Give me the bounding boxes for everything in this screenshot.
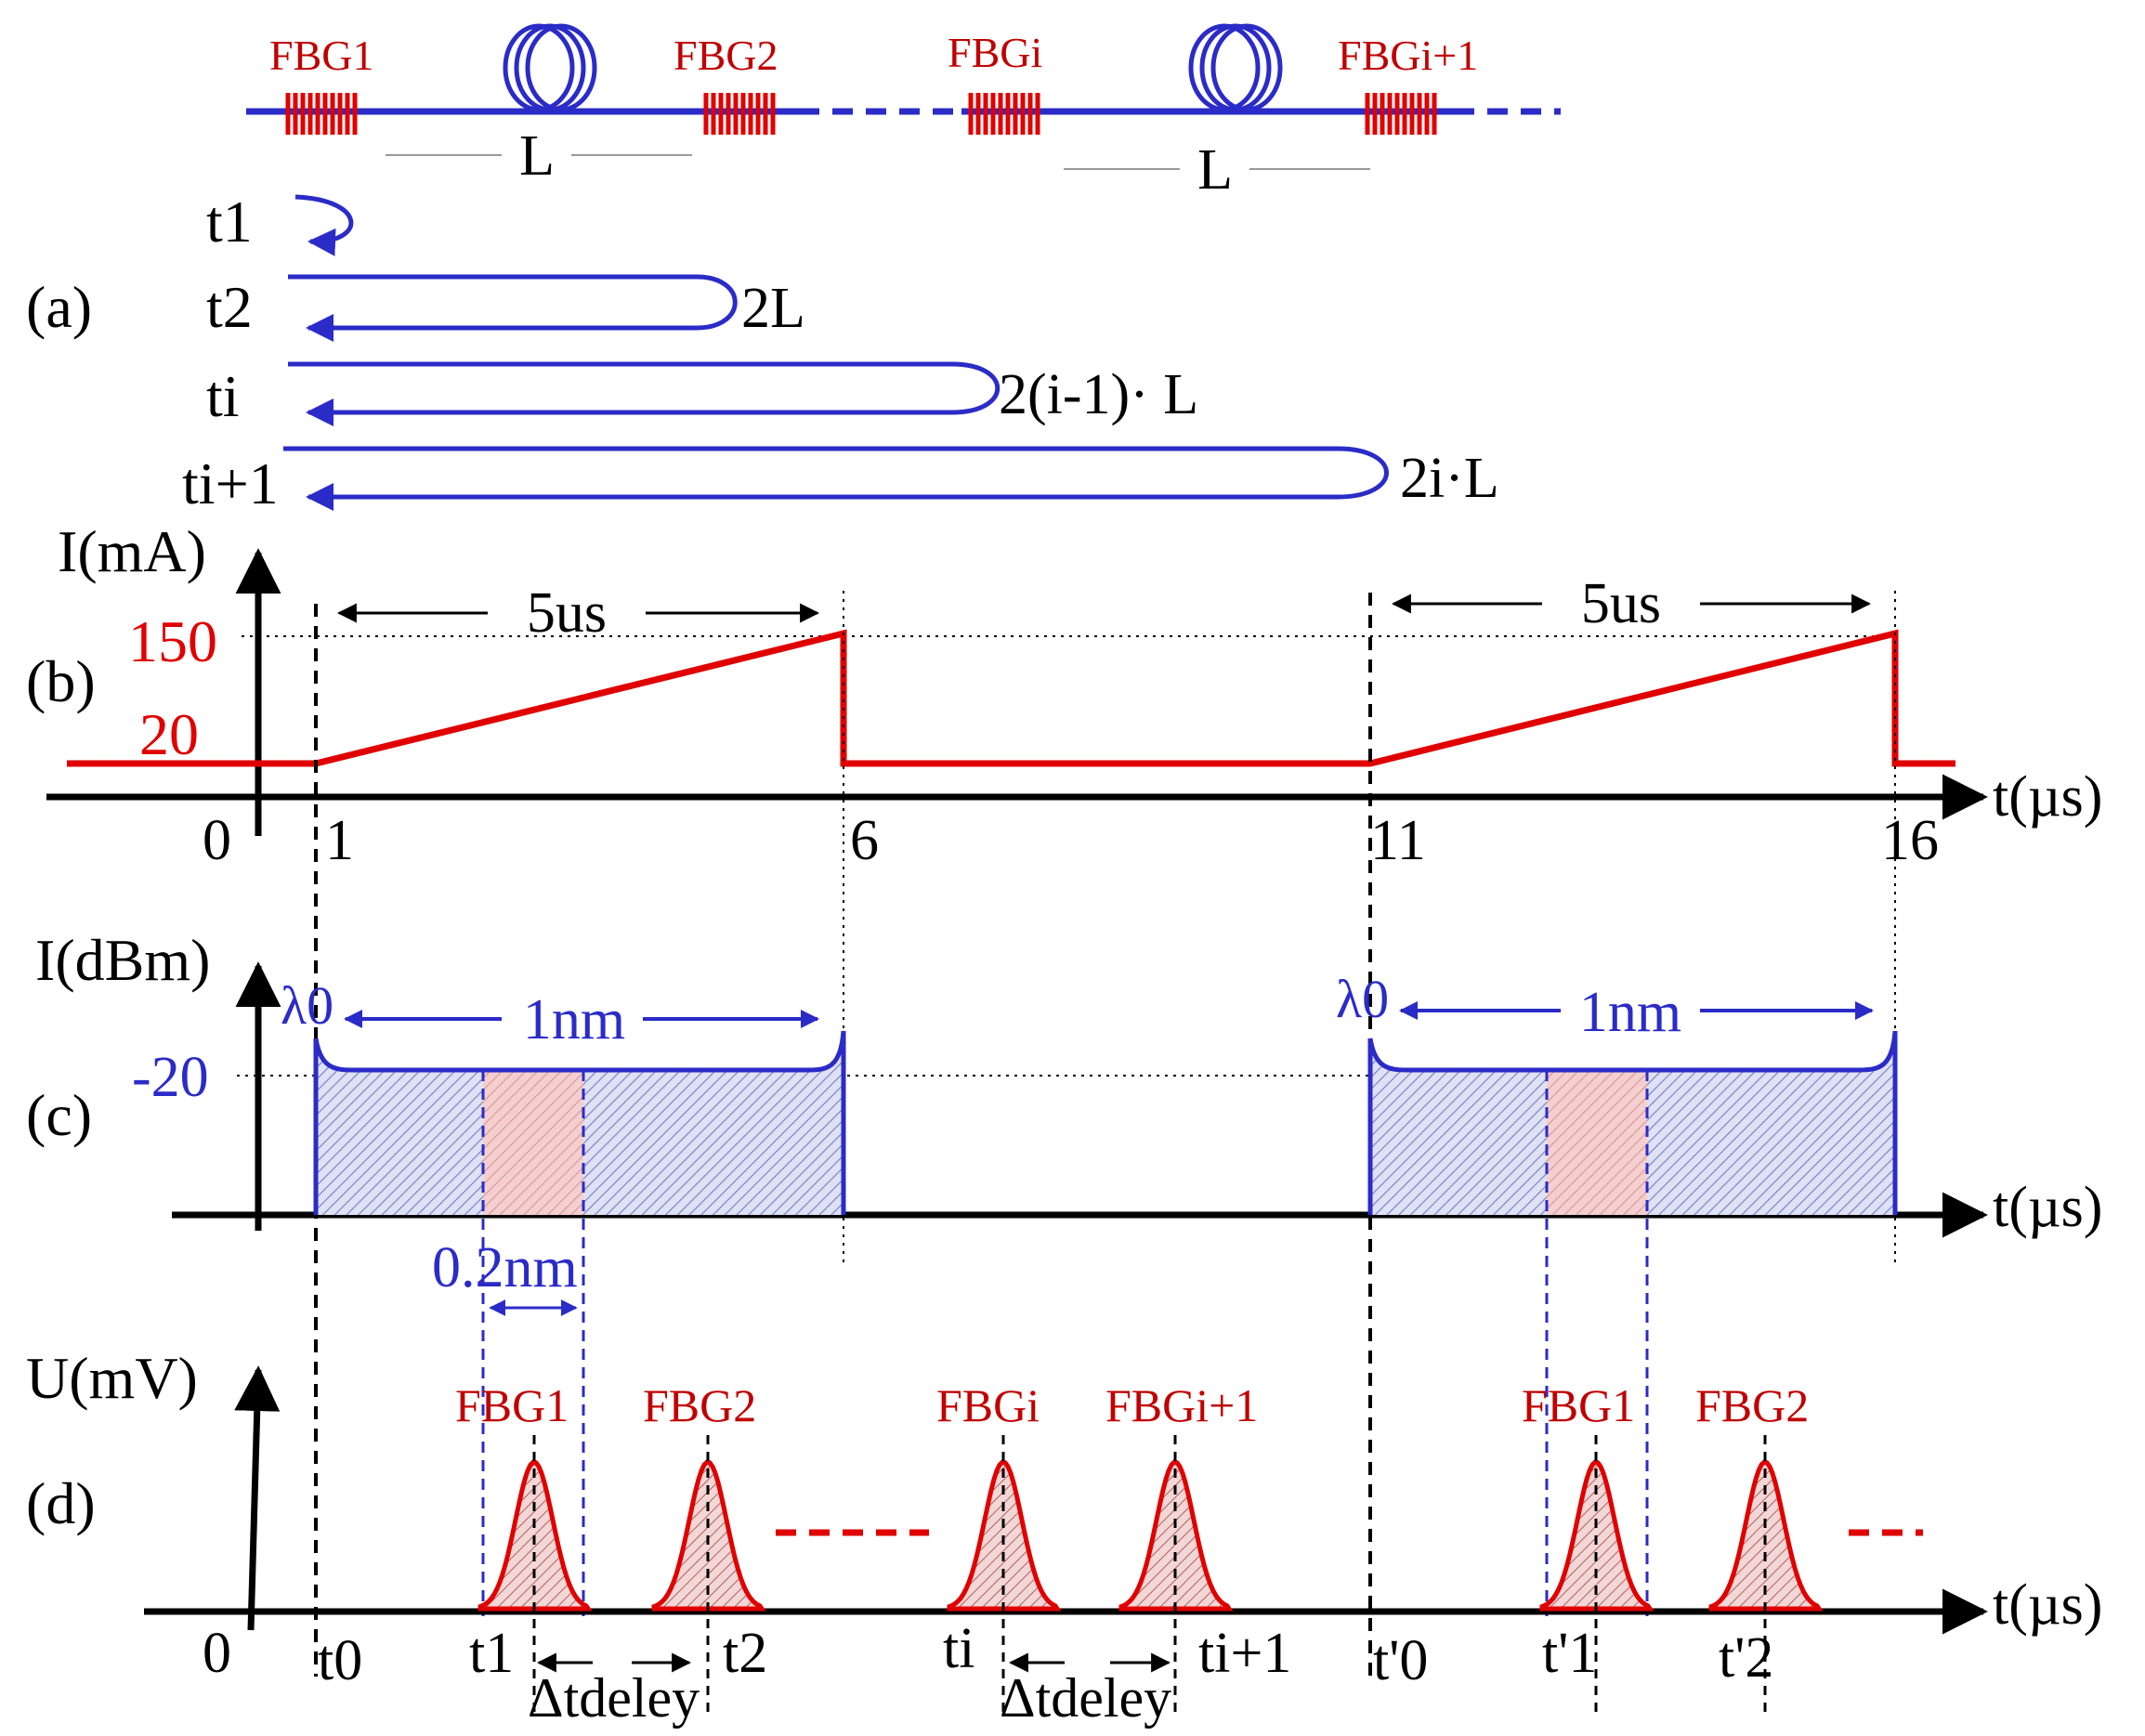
label-t1-a: t1 xyxy=(206,189,253,255)
reflection-path-ti1 xyxy=(283,446,1389,511)
label-t2-a: t2 xyxy=(206,274,253,340)
label-2i-1L: 2(i-1)· L xyxy=(999,363,1198,426)
delay-label-2: Δtdeley xyxy=(1000,1667,1171,1729)
tick-x-6: 6 xyxy=(850,809,879,872)
time-mark-t0: t0 xyxy=(318,1629,362,1692)
spectrum-block-1 xyxy=(313,1030,846,1215)
length-marker-1: L xyxy=(386,124,692,188)
tick-x-11: 11 xyxy=(1370,809,1426,872)
label-length-2: L xyxy=(1197,138,1233,202)
tick-minus20: -20 xyxy=(132,1046,209,1109)
tick-20: 20 xyxy=(139,701,199,767)
label-2L: 2L xyxy=(741,277,805,340)
panel-d-y-axis xyxy=(234,1365,281,1631)
panel-d-ylabel: U(mV) xyxy=(26,1345,198,1411)
fiber-coil-2 xyxy=(1188,23,1283,112)
spectrum-block-2 xyxy=(1367,1030,1898,1215)
length-marker-2: L xyxy=(1064,138,1370,202)
time-mark-t1-prime: t'1 xyxy=(1542,1622,1597,1685)
label-fbg1-top: FBG1 xyxy=(269,32,373,79)
sub-span-label: 0.2nm xyxy=(432,1236,578,1299)
label-length-1: L xyxy=(519,124,555,188)
panel-c-xlabel: t(µs) xyxy=(1993,1176,2102,1239)
time-mark-ti1: ti+1 xyxy=(1198,1622,1291,1685)
label-2iL: 2i·L xyxy=(1400,447,1499,510)
peak-label-fbg2-prime: FBG2 xyxy=(1695,1379,1809,1431)
panel-d-xlabel: t(µs) xyxy=(1993,1573,2102,1637)
reflection-path-t1 xyxy=(294,194,354,256)
fiber-coil-1 xyxy=(503,23,597,112)
duration-label-1: 5us xyxy=(527,581,607,645)
drive-current-waveform xyxy=(67,629,1955,767)
time-mark-t2-prime: t'2 xyxy=(1719,1626,1773,1690)
time-mark-t1: t1 xyxy=(469,1622,514,1685)
panel-d-origin: 0 xyxy=(203,1622,231,1685)
span-label-1: 1nm xyxy=(523,988,625,1051)
panel-a-label: (a) xyxy=(26,274,92,340)
duration-label-2: 5us xyxy=(1581,572,1661,635)
delay-label-1: Δtdeley xyxy=(528,1667,700,1729)
time-mark-t2: t2 xyxy=(723,1622,767,1685)
tick-x-16: 16 xyxy=(1881,809,1939,872)
peak-label-fbg1-prime: FBG1 xyxy=(1522,1379,1635,1431)
label-fbg2-top: FBG2 xyxy=(674,32,778,79)
tick-x-0: 0 xyxy=(203,809,231,872)
reflection-path-ti xyxy=(288,361,1001,426)
fbg-gratings xyxy=(285,93,1437,135)
reflection-peaks xyxy=(477,1435,1824,1718)
label-fbgi1-top: FBGi+1 xyxy=(1338,32,1478,79)
panel-c-label: (c) xyxy=(26,1082,92,1148)
label-ti-a: ti xyxy=(206,363,240,429)
lambda0-label-2: λ0 xyxy=(1336,969,1389,1029)
peak-label-fbg1: FBG1 xyxy=(455,1379,569,1431)
time-mark-t0-prime: t'0 xyxy=(1373,1629,1428,1692)
panel-d-label: (d) xyxy=(26,1470,96,1536)
tick-x-1: 1 xyxy=(325,809,354,872)
panel-b-label: (b) xyxy=(26,648,96,714)
peak-label-fbg2: FBG2 xyxy=(643,1379,756,1431)
reflection-path-t2 xyxy=(288,274,738,342)
peak-label-fbgi1: FBGi+1 xyxy=(1105,1379,1258,1431)
panel-b-ylabel: I(mA) xyxy=(58,518,206,584)
label-ti1-a: ti+1 xyxy=(182,450,279,516)
label-fbgi-top: FBGi xyxy=(948,29,1042,76)
span-label-2: 1nm xyxy=(1579,981,1681,1044)
tick-150: 150 xyxy=(128,608,217,674)
peak-label-fbgi: FBGi xyxy=(936,1379,1040,1431)
panel-b-xlabel: t(µs) xyxy=(1993,765,2102,829)
lambda0-label-1: λ0 xyxy=(281,975,334,1036)
time-mark-ti: ti xyxy=(943,1617,974,1680)
panel-c-ylabel: I(dBm) xyxy=(35,927,210,993)
